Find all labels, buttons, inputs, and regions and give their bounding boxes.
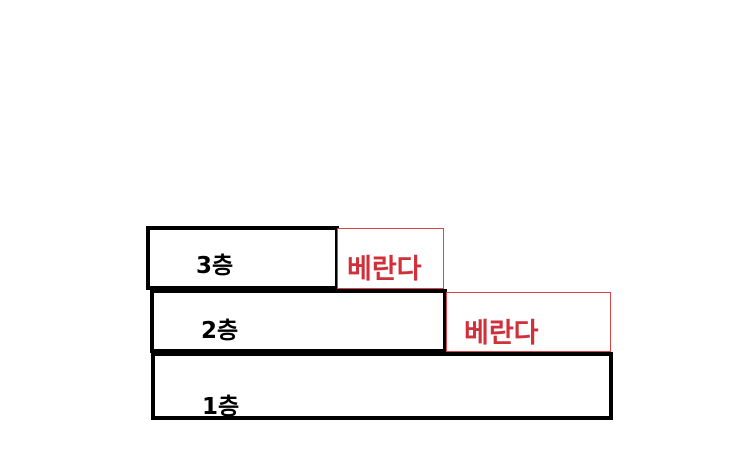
balcony-2-label: 베란다	[464, 318, 539, 349]
balcony-3-label: 베란다	[347, 254, 422, 285]
balcony-2-box	[446, 292, 611, 352]
floor-1-box	[151, 352, 613, 420]
floor-3-label: 3층	[196, 253, 234, 279]
floor-3-box	[146, 226, 339, 290]
balcony-3-box	[337, 228, 444, 289]
floor-2-label: 2층	[201, 318, 239, 344]
floor-1-label: 1층	[202, 394, 240, 420]
floor-2-box	[150, 289, 447, 353]
